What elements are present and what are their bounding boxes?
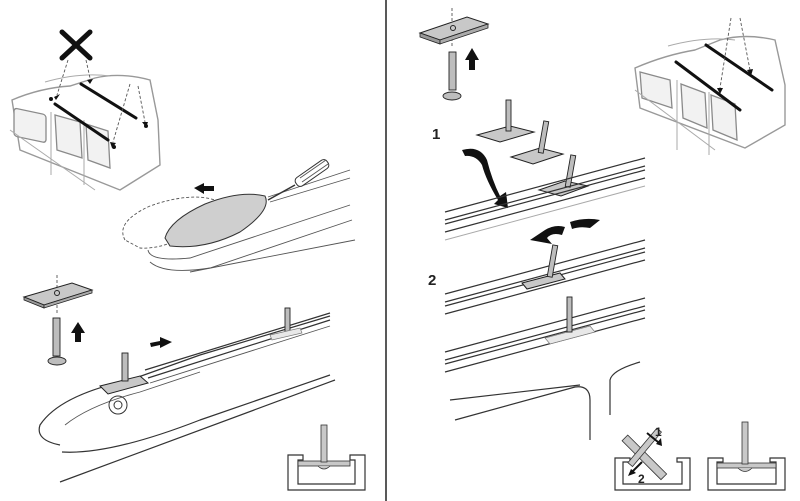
rail-channel-step1: [444, 157, 646, 241]
inset-rotation: [614, 427, 691, 491]
inset-bolt-in-channel: [287, 424, 366, 491]
rotate-arrow-icon: [530, 218, 600, 244]
inset-bolt-locked: [707, 421, 786, 491]
x-mark-icon: [59, 29, 93, 61]
step-label-2: 2: [428, 272, 436, 289]
arrow-up-icon: [465, 48, 479, 70]
pointer-arrows-incorrect: [54, 59, 148, 148]
inset-label-1: 1: [655, 425, 662, 439]
plate-and-bolt-left: [22, 275, 94, 366]
end-cap-removal: [122, 159, 356, 273]
curved-arrow-down-icon: [462, 148, 508, 208]
arrow-up-icon: [71, 322, 85, 342]
step-label-1: 1: [432, 126, 440, 143]
car-roof-incorrect: [9, 74, 161, 191]
arrow-left-icon: [194, 183, 214, 194]
car-roof-correct: [634, 17, 786, 155]
roof-rail-end: [38, 307, 336, 483]
arrow-right-icon: [150, 337, 172, 348]
inset-label-2: 2: [638, 472, 645, 486]
plate-and-bolt-right: [418, 8, 490, 101]
rail-channel-step2: [444, 239, 646, 440]
